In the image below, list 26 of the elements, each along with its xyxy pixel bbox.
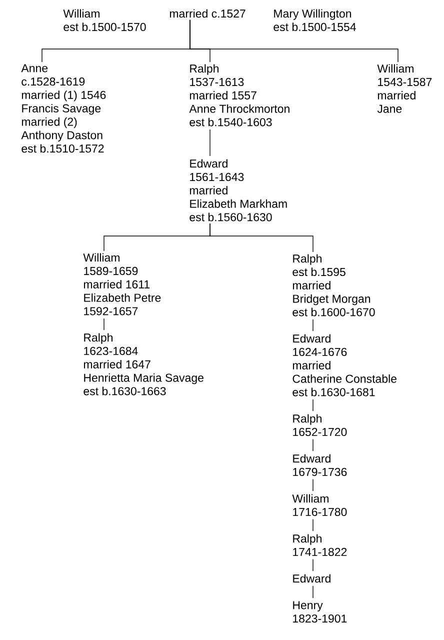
person-entry: Edward	[293, 574, 330, 583]
person-entry: Edward 1561-1643 married Elizabeth Markham est b.1560-1630	[190, 159, 287, 222]
person-entry: Edward 1679-1736	[293, 454, 347, 476]
connector-line	[312, 319, 314, 332]
connector-line	[312, 586, 314, 598]
person-entry: Henry 1823-1901	[293, 601, 347, 623]
person-entry: William est b.1500-1570	[63, 9, 146, 32]
marriage-label: married c.1527	[170, 9, 246, 18]
connector-line	[312, 518, 314, 532]
connector-line	[312, 558, 314, 572]
connector-line	[312, 399, 314, 412]
person-entry: Ralph 1537-1613 married 1557 Anne Throckmorton est b.1540-1603	[189, 64, 290, 126]
person-entry: Edward 1624-1676 married Catherine Constable est b.1630-1681	[292, 334, 396, 396]
connector-line	[312, 438, 314, 452]
connector-line	[312, 478, 314, 492]
connector-line	[190, 20, 398, 62]
connector-line	[210, 223, 314, 252]
person-entry: Anne c.1528-1619 married (1) 1546 Francis Savage married (2) Anthony Daston est b.1510-1572	[21, 64, 106, 153]
person-entry: Ralph 1623-1684 married 1647 Henrietta Maria Savage est b.1630-1663	[84, 333, 204, 396]
person-entry: Ralph est b.1595 married Bridget Morgan est b.1600-1670	[292, 254, 375, 316]
person-entry: Mary Willington est b.1500-1554	[274, 9, 356, 32]
person-entry: Ralph 1741-1822	[293, 534, 347, 556]
person-entry: William 1543-1587 married Jane	[377, 64, 432, 113]
person-entry: William 1589-1659 married 1611 Elizabeth Petre 1592-1657	[83, 253, 161, 316]
person-entry: William 1716-1780	[292, 494, 347, 516]
person-entry: Ralph 1652-1720	[293, 414, 347, 436]
